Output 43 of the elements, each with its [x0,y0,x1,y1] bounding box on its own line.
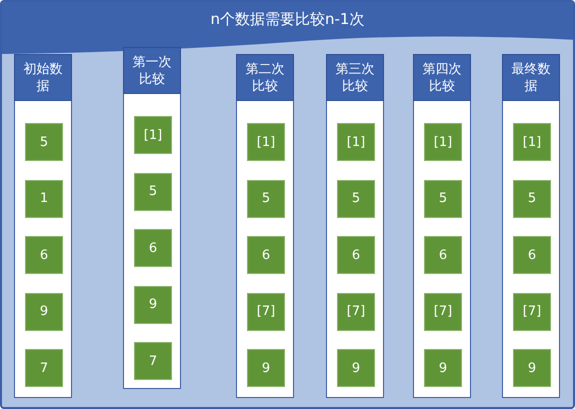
value-tile: 6 [25,236,63,274]
value-tile: [1] [337,123,375,161]
value-tile: 1 [25,180,63,218]
value-tile: 5 [513,180,551,218]
value-tile: 7 [25,349,63,387]
value-tile: 5 [25,123,63,161]
value-tile: 6 [247,236,285,274]
column-header: 第一次比较 [123,47,181,94]
value-tile: [7] [247,292,285,330]
value-tile: [1] [513,123,551,161]
value-tile: 7 [134,342,172,380]
column-box [123,47,181,389]
value-tile: 9 [513,349,551,387]
value-tile: [1] [247,123,285,161]
column-box [413,54,471,398]
value-tile: 6 [513,236,551,274]
column-box [326,54,384,398]
column-header: 初始数据 [14,54,72,101]
value-tile: 9 [25,292,63,330]
value-tile: 6 [134,229,172,267]
value-tile: 6 [337,236,375,274]
value-tile: 9 [337,349,375,387]
value-tile: 5 [337,180,375,218]
value-tile: 5 [247,180,285,218]
value-tile: 5 [134,172,172,210]
column-header: 第四次比较 [413,54,471,101]
value-tile: [1] [134,116,172,154]
column-header: 第二次比较 [236,54,294,101]
value-tile: [7] [337,292,375,330]
value-tile: 9 [247,349,285,387]
column-box [502,54,560,398]
column-box [236,54,294,398]
value-tile: [1] [424,123,462,161]
value-tile: 9 [424,349,462,387]
value-tile: [7] [424,292,462,330]
column-box [14,54,72,398]
value-tile: [7] [513,292,551,330]
value-tile: 9 [134,286,172,324]
value-tile: 6 [424,236,462,274]
column-header: 最终数据 [502,54,560,101]
value-tile: 5 [424,180,462,218]
title: n个数据需要比较n-1次 [210,10,366,29]
column-header: 第三次比较 [326,54,384,101]
